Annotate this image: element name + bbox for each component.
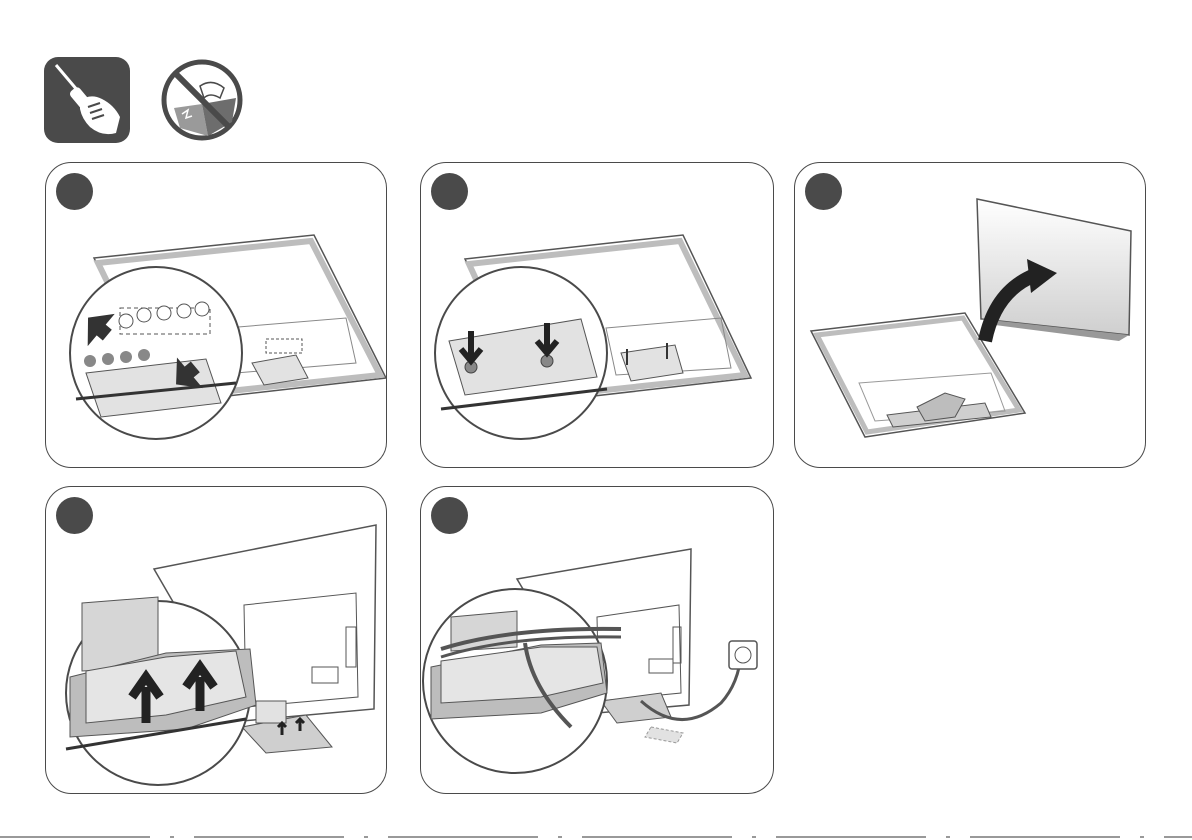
step-5-panel [420, 486, 774, 794]
push-cover-up-icon [46, 487, 386, 793]
route-cable-to-outlet-icon [421, 487, 773, 793]
step-4-panel [45, 486, 387, 794]
step-1-panel [45, 162, 387, 468]
attach-stand-screws-icon [46, 163, 386, 467]
lift-tv-upright-icon [795, 163, 1145, 467]
screwdriver-hand-icon [44, 57, 130, 143]
crop-marks [0, 834, 1192, 840]
no-touch-screen-icon [160, 58, 244, 142]
step-3-panel [794, 162, 1146, 468]
insert-screws-icon [421, 163, 773, 467]
step-2-panel [420, 162, 774, 468]
